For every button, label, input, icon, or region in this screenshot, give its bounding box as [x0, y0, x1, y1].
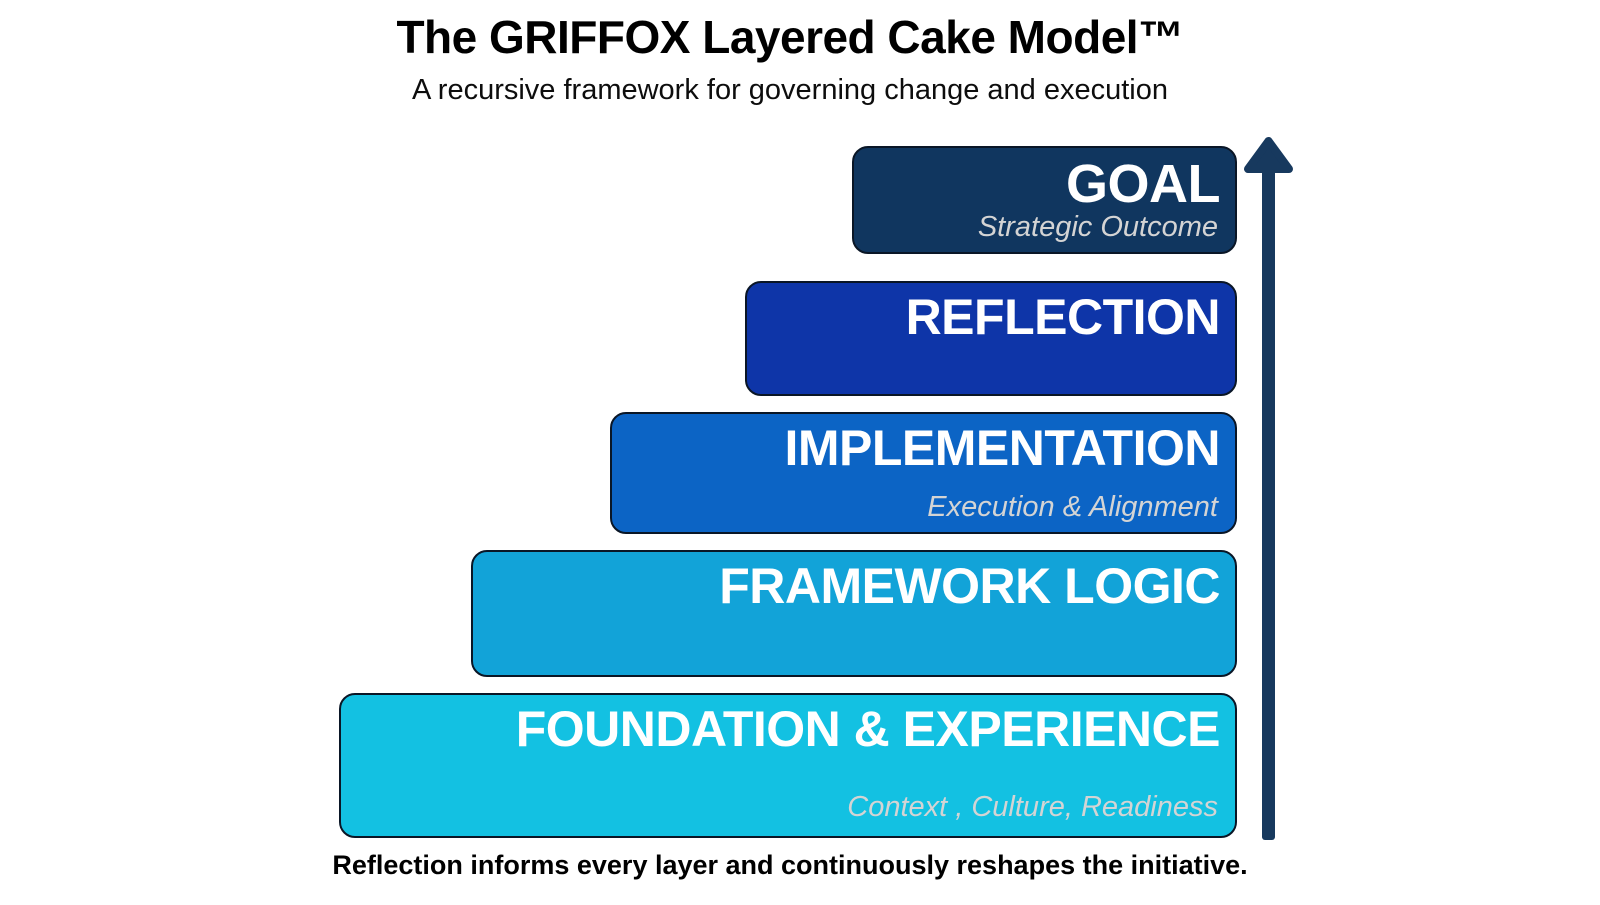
up-arrow-head	[1244, 137, 1293, 173]
page-title: The GRIFFOX Layered Cake Model™	[396, 11, 1184, 63]
layer-implementation: IMPLEMENTATION Execution & Alignment	[610, 412, 1237, 534]
footer-caption: Reflection informs every layer and conti…	[332, 850, 1248, 880]
layer-goal-sublabel: Strategic Outcome	[977, 211, 1218, 243]
layer-goal: GOAL Strategic Outcome	[852, 146, 1237, 254]
layer-implementation-sublabel: Execution & Alignment	[927, 491, 1218, 523]
up-arrow-icon	[1240, 133, 1300, 845]
layer-framework-logic: FRAMEWORK LOGIC	[471, 550, 1237, 677]
layer-reflection-label: REFLECTION	[905, 289, 1221, 345]
layer-foundation-experience-label: FOUNDATION & EXPERIENCE	[515, 701, 1221, 757]
layer-reflection: REFLECTION	[745, 281, 1237, 396]
layer-implementation-label: IMPLEMENTATION	[784, 420, 1220, 476]
layer-foundation-experience-sublabel: Context , Culture, Readiness	[847, 791, 1218, 823]
layer-goal-label: GOAL	[1066, 154, 1221, 214]
up-arrow-shaft	[1262, 159, 1275, 840]
page-subtitle: A recursive framework for governing chan…	[411, 74, 1169, 106]
layer-framework-logic-label: FRAMEWORK LOGIC	[719, 558, 1220, 614]
header: The GRIFFOX Layered Cake Model™ A recurs…	[0, 0, 1580, 107]
layer-foundation-experience: FOUNDATION & EXPERIENCE Context , Cultur…	[339, 693, 1237, 838]
